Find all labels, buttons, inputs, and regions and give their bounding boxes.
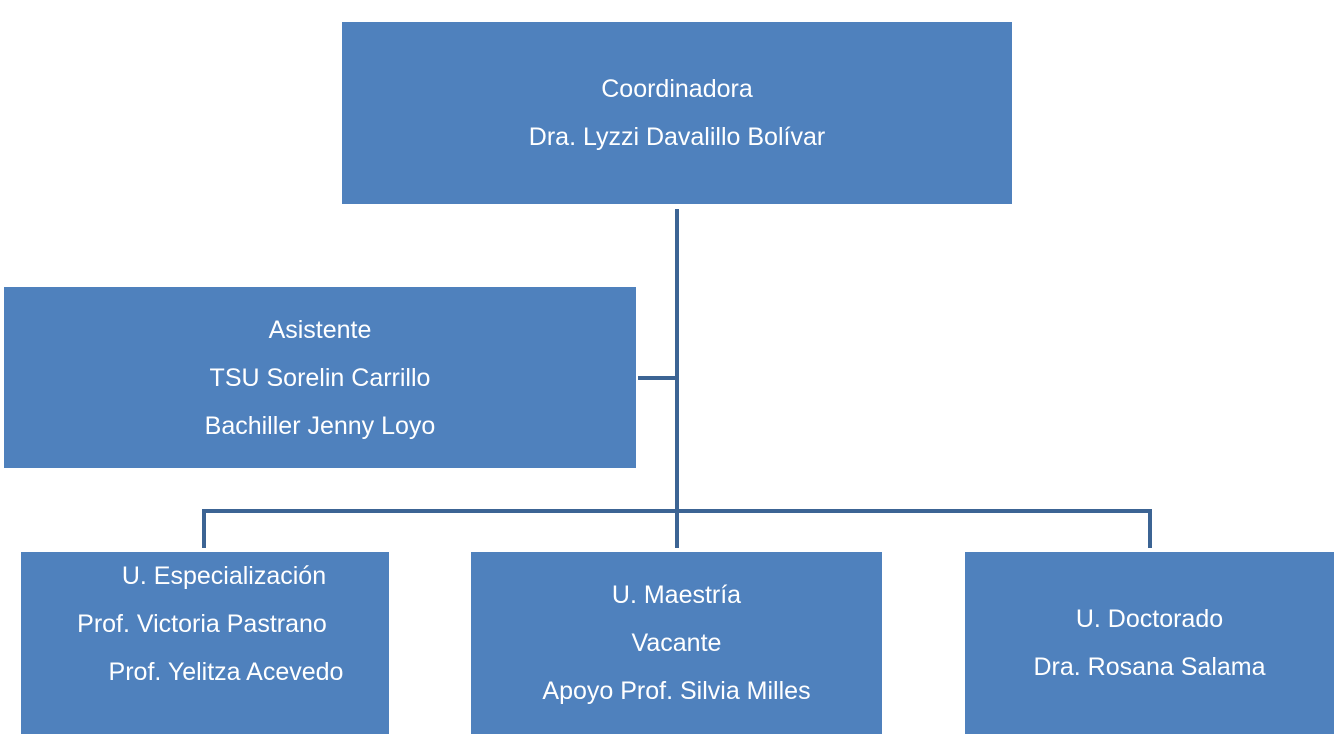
node-coordinadora-role: Coordinadora	[601, 75, 753, 103]
node-asistente-person-2: Bachiller Jenny Loyo	[204, 411, 436, 440]
node-maestria-role: U. Maestría	[611, 581, 742, 609]
node-asistente-person-1: TSU Sorelin Carrillo	[209, 363, 431, 392]
node-asistente-role: Asistente	[268, 315, 372, 344]
node-especializacion-role: U. Especialización	[121, 562, 327, 590]
node-maestria-person-2: Apoyo Prof. Silvia Milles	[542, 677, 811, 705]
node-doctorado: U. Doctorado Dra. Rosana Salama	[965, 552, 1334, 734]
node-maestria: U. Maestría Vacante Apoyo Prof. Silvia M…	[471, 552, 882, 734]
node-especializacion-person-1: Prof. Victoria Pastrano	[77, 610, 327, 638]
node-coordinadora: Coordinadora Dra. Lyzzi Davalillo Bolíva…	[342, 22, 1012, 204]
node-maestria-person-1: Vacante	[631, 629, 722, 657]
node-especializacion-person-2: Prof. Yelitza Acevedo	[108, 658, 344, 686]
node-doctorado-person: Dra. Rosana Salama	[1033, 653, 1266, 681]
node-especializacion: U. Especialización Prof. Victoria Pastra…	[21, 552, 389, 734]
node-coordinadora-person: Dra. Lyzzi Davalillo Bolívar	[528, 123, 826, 151]
node-asistente: Asistente TSU Sorelin Carrillo Bachiller…	[4, 287, 636, 468]
node-doctorado-role: U. Doctorado	[1075, 605, 1224, 633]
